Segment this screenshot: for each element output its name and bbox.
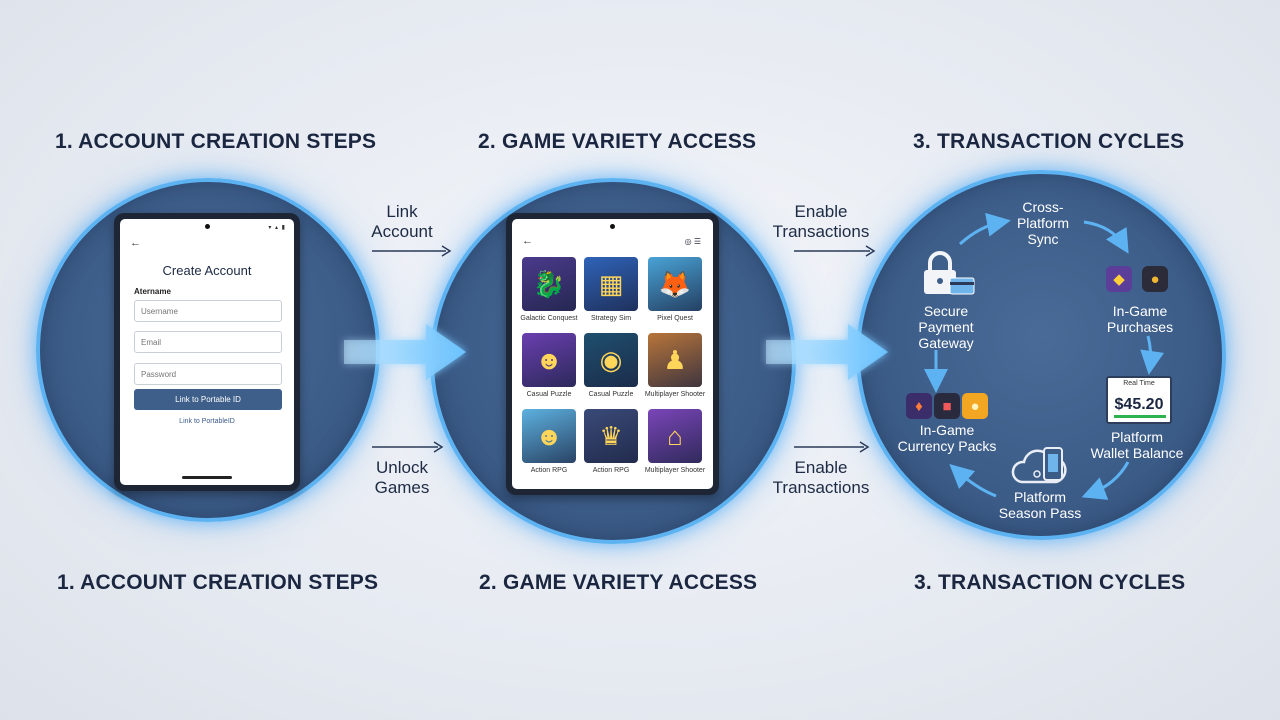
heading-account-creation-top: 1. ACCOUNT CREATION STEPS bbox=[55, 130, 377, 153]
camera-icon bbox=[610, 224, 615, 229]
game-label: Multiplayer Shooter bbox=[644, 467, 706, 474]
game-tile[interactable]: ▦ bbox=[584, 257, 638, 311]
back-arrow-icon[interactable]: ← bbox=[130, 237, 141, 249]
monster-icon: ☻ bbox=[535, 420, 563, 451]
game-tile[interactable]: ⌂ bbox=[648, 409, 702, 463]
house-icon: ⌂ bbox=[667, 420, 683, 451]
status-bar-icons: ▾ ▴ ▮ bbox=[268, 225, 286, 231]
heading-game-variety-bottom: 2. GAME VARIETY ACCESS bbox=[479, 571, 758, 594]
fox-icon: 🦊 bbox=[658, 268, 692, 299]
transaction-cycle-circle bbox=[856, 170, 1226, 540]
game-label: Pixel Quest bbox=[657, 315, 693, 322]
game-label: Multiplayer Shooter bbox=[644, 391, 706, 398]
wallet-bar bbox=[1114, 415, 1166, 418]
phone-screen: ▾ ▴ ▮ ← Create Account Atername Link to … bbox=[120, 219, 294, 485]
link-portable-id-button[interactable]: Link to Portable ID bbox=[134, 389, 282, 410]
wallet-balance-card: Real Time $45.20 bbox=[1106, 376, 1172, 424]
heading-account-creation-bottom: 1. ACCOUNT CREATION STEPS bbox=[57, 571, 379, 594]
link-account-arrow-icon bbox=[372, 245, 452, 257]
game-label: Action RPG bbox=[530, 467, 568, 474]
tablet-device: ← ◎ ☰ 🐉 Galactic Conquest ▦ Strategy Sim 🦊 Pi… bbox=[506, 213, 719, 495]
tablet-screen: ← ◎ ☰ 🐉 Galactic Conquest ▦ Strategy Sim 🦊 Pi… bbox=[512, 219, 713, 489]
phone-device: ▾ ▴ ▮ ← Create Account Atername Link to … bbox=[114, 213, 300, 491]
flow-arrow-2-icon bbox=[766, 324, 888, 380]
currency-pack-3-icon: ● bbox=[962, 393, 988, 419]
link-portable-id-link[interactable]: Link to PortableID bbox=[179, 418, 235, 425]
cloud-phone-icon bbox=[1011, 447, 1067, 484]
cycle-arrows-icon bbox=[924, 212, 1164, 500]
heading-transaction-cycles-top: 3. TRANSACTION CYCLES bbox=[913, 130, 1185, 153]
home-indicator bbox=[182, 476, 232, 479]
game-tile[interactable]: ♛ bbox=[584, 409, 638, 463]
heading-transaction-cycles-bottom: 3. TRANSACTION CYCLES bbox=[914, 571, 1186, 594]
game-label: Strategy Sim bbox=[590, 315, 632, 322]
game-label: Galactic Conquest bbox=[520, 315, 578, 322]
currency-pack-2-icon: ■ bbox=[934, 393, 960, 419]
wallet-caption: Real Time bbox=[1123, 380, 1155, 387]
enable-transactions-bottom-arrow-icon bbox=[794, 441, 870, 453]
flow-arrow-1-icon bbox=[344, 324, 466, 380]
board-icon: ▦ bbox=[598, 268, 624, 299]
game-tile[interactable]: ♟ bbox=[648, 333, 702, 387]
game-label: Casual Puzzle bbox=[588, 391, 634, 398]
game-label: Action RPG bbox=[592, 467, 630, 474]
game-tile[interactable]: ☻ bbox=[522, 409, 576, 463]
game-label: Casual Puzzle bbox=[526, 391, 572, 398]
heroes-icon: ♟ bbox=[663, 344, 687, 375]
character-icon: ♛ bbox=[599, 420, 623, 451]
heading-game-variety-top: 2. GAME VARIETY ACCESS bbox=[478, 130, 757, 153]
purchase-chest-icon: ◆ bbox=[1106, 266, 1132, 292]
game-tile[interactable]: ☻ bbox=[522, 333, 576, 387]
currency-pack-1-icon: ♦ bbox=[906, 393, 932, 419]
username-input[interactable] bbox=[134, 300, 282, 322]
unlock-games-arrow-icon bbox=[372, 441, 444, 453]
coin-icon: ● bbox=[1142, 266, 1168, 292]
enable-transactions-top-arrow-icon bbox=[794, 245, 876, 257]
username-label: Atername bbox=[134, 287, 171, 296]
game-tile[interactable]: 🐉 bbox=[522, 257, 576, 311]
game-tile[interactable]: 🦊 bbox=[648, 257, 702, 311]
wallet-amount: $45.20 bbox=[1114, 396, 1164, 413]
create-account-title: Create Account bbox=[162, 263, 252, 278]
email-input[interactable] bbox=[134, 331, 282, 353]
password-input[interactable] bbox=[134, 363, 282, 385]
dragon-icon: 🐉 bbox=[532, 268, 566, 299]
lock-icon bbox=[924, 251, 975, 295]
camera-icon bbox=[205, 224, 210, 229]
back-arrow-icon[interactable]: ← bbox=[522, 235, 533, 247]
orb-icon: ◉ bbox=[599, 344, 623, 375]
game-tile[interactable]: ◉ bbox=[584, 333, 638, 387]
tablet-toolbar-icons[interactable]: ◎ ☰ bbox=[684, 237, 701, 246]
smiley-icon: ☻ bbox=[535, 344, 563, 375]
